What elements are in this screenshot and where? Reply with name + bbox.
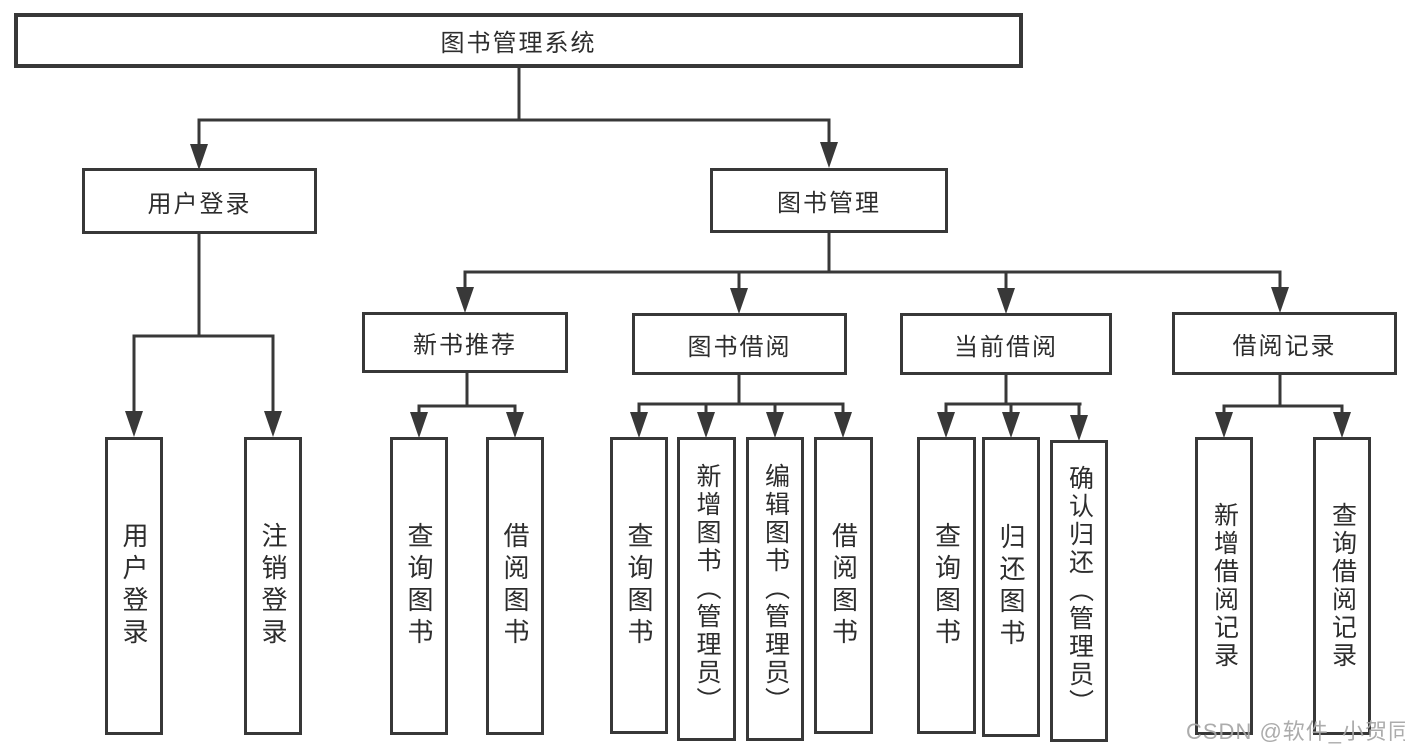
leaf-add-borrow-record: 新增借阅记录 xyxy=(1195,437,1253,735)
node-user-login: 用户登录 xyxy=(82,168,317,234)
node-borrowing-records: 借阅记录 xyxy=(1172,312,1397,375)
node-label: 查询图书 xyxy=(624,521,654,650)
node-book-borrowing: 图书借阅 xyxy=(632,313,847,375)
node-current-borrowing: 当前借阅 xyxy=(900,313,1112,375)
leaf-user-login: 用户登录 xyxy=(105,437,163,735)
node-label: 图书借阅 xyxy=(687,333,792,361)
leaf-query-books-1: 查询图书 xyxy=(390,437,448,735)
node-label: 新书推荐 xyxy=(413,332,517,359)
arrowheads xyxy=(125,142,1351,441)
node-book-management: 图书管理 xyxy=(710,168,948,233)
node-label: 用户登录 xyxy=(147,190,252,218)
node-label: 借阅记录 xyxy=(1232,333,1337,360)
leaf-query-books-2: 查询图书 xyxy=(610,437,668,734)
leaf-add-book-admin: 新增图书（管理员） xyxy=(677,437,736,741)
leaf-query-books-3: 查询图书 xyxy=(917,437,976,734)
node-label: 新增借阅记录 xyxy=(1210,502,1239,670)
leaf-borrow-books-1: 借阅图书 xyxy=(486,437,544,735)
node-label: 编辑图书（管理员） xyxy=(761,463,790,715)
leaf-borrow-books-2: 借阅图书 xyxy=(814,437,873,734)
node-label: 用户登录 xyxy=(119,522,149,650)
leaf-return-books: 归还图书 xyxy=(982,437,1040,737)
node-label: 查询借阅记录 xyxy=(1328,502,1357,670)
leaf-query-borrow-record: 查询借阅记录 xyxy=(1313,437,1371,735)
leaf-confirm-return-admin: 确认归还（管理员） xyxy=(1050,440,1108,742)
leaf-edit-book-admin: 编辑图书（管理员） xyxy=(746,437,804,741)
node-label: 当前借阅 xyxy=(954,333,1058,361)
node-label: 注销登录 xyxy=(258,522,288,650)
node-label: 借阅图书 xyxy=(828,521,859,650)
node-label: 图书管理 xyxy=(777,190,881,217)
node-label: 确认归还（管理员） xyxy=(1065,465,1094,717)
node-label: 归还图书 xyxy=(996,523,1026,651)
node-new-book-recommendation: 新书推荐 xyxy=(362,312,568,373)
node-label: 借阅图书 xyxy=(500,522,530,650)
node-label: 新增图书（管理员） xyxy=(693,463,721,715)
node-label: 查询图书 xyxy=(404,522,434,650)
node-label: 图书管理系统 xyxy=(440,30,597,57)
node-library-management-system: 图书管理系统 xyxy=(14,13,1023,68)
leaf-logout: 注销登录 xyxy=(244,437,302,735)
node-label: 查询图书 xyxy=(931,521,962,650)
csdn-watermark: CSDN @软件_小贺同学 xyxy=(1186,719,1405,744)
